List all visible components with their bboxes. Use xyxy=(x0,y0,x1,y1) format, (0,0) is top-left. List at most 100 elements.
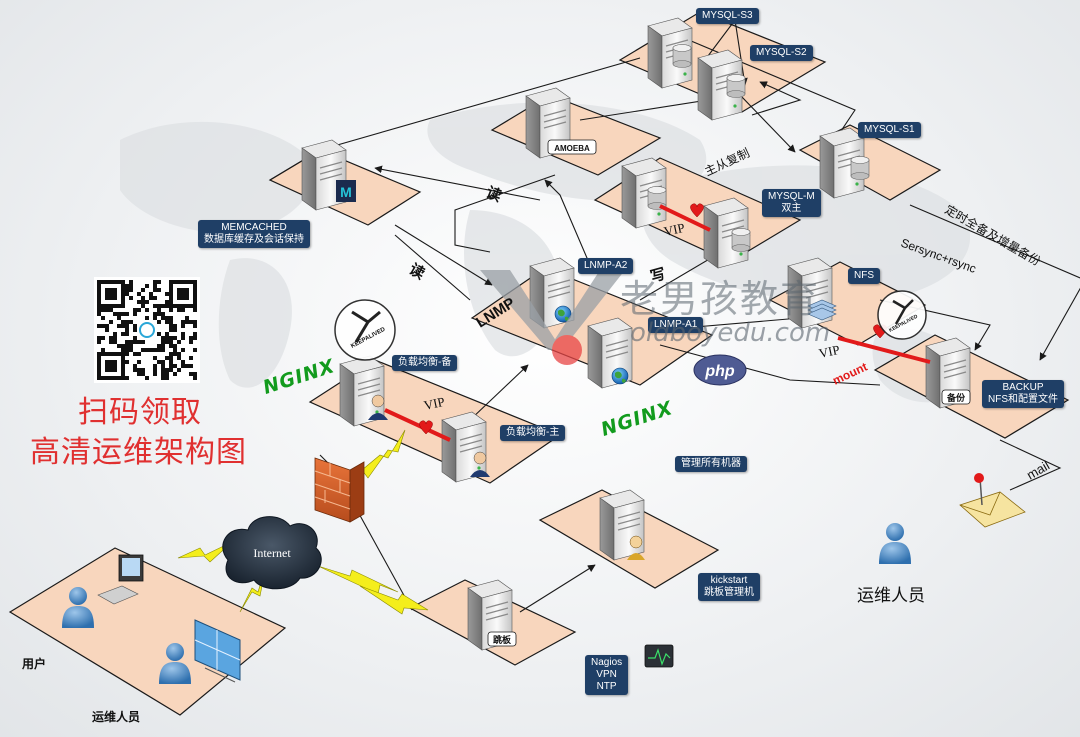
label-read-left: 读 xyxy=(406,260,428,283)
keepalived-logo-nfs-icon xyxy=(877,290,927,340)
qr-module xyxy=(173,324,177,328)
server-mysql-s3[interactable] xyxy=(647,17,693,89)
qr-module xyxy=(125,328,129,332)
qr-module xyxy=(161,360,165,364)
label-php: php xyxy=(704,363,735,380)
qr-module xyxy=(101,324,105,328)
watermark-url: oldboyedu.com xyxy=(630,318,831,348)
qr-module xyxy=(145,284,149,288)
qr-module xyxy=(105,328,109,332)
qr-module xyxy=(101,304,105,308)
qr-module xyxy=(125,324,129,328)
qr-module xyxy=(117,316,121,320)
qr-module xyxy=(165,356,169,360)
qr-module xyxy=(105,324,109,328)
qr-module xyxy=(137,340,141,344)
tag-backup-line2: NFS和配置文件 xyxy=(988,394,1058,405)
tag-nagios-line1: Nagios xyxy=(591,657,623,668)
qr-module xyxy=(169,344,173,348)
tag-backup: BACKUP NFS和配置文件 xyxy=(982,380,1064,408)
qr-module xyxy=(189,364,193,368)
qr-module xyxy=(193,320,197,324)
qr-module xyxy=(113,296,117,300)
qr-module xyxy=(161,372,165,376)
server-management[interactable] xyxy=(599,489,645,561)
qr-module xyxy=(105,308,109,312)
qr-code[interactable] xyxy=(94,277,200,383)
server-lnmp-a1[interactable] xyxy=(587,317,633,389)
qr-module xyxy=(149,348,153,352)
qr-module xyxy=(125,344,129,348)
qr-module xyxy=(193,348,197,352)
qr-module xyxy=(97,308,101,312)
qr-module xyxy=(161,376,165,380)
server-memcached[interactable]: M xyxy=(301,139,356,211)
backup-badge-label: 备份 xyxy=(946,392,966,403)
qr-module xyxy=(161,344,165,348)
qr-module xyxy=(101,376,105,380)
qr-module xyxy=(113,332,117,336)
qr-module xyxy=(97,368,101,372)
qr-module xyxy=(121,280,125,284)
qr-module xyxy=(177,288,181,292)
qr-module xyxy=(189,320,193,324)
qr-module xyxy=(193,308,197,312)
qr-module xyxy=(121,360,125,364)
qr-module xyxy=(125,288,129,292)
server-mysql-s2[interactable] xyxy=(697,49,746,121)
qr-module xyxy=(121,344,125,348)
tag-nfs: NFS xyxy=(848,268,880,284)
qr-module xyxy=(109,352,113,356)
qr-module xyxy=(133,328,137,332)
qr-module xyxy=(169,304,173,308)
qr-module xyxy=(133,340,137,344)
qr-module xyxy=(137,352,141,356)
qr-module xyxy=(117,304,121,308)
server-mysql-m2[interactable] xyxy=(703,197,751,269)
qr-module xyxy=(161,304,165,308)
qr-module xyxy=(125,312,129,316)
qr-module xyxy=(133,352,137,356)
qr-module xyxy=(117,312,121,316)
server-nfs[interactable] xyxy=(787,257,837,329)
qr-module xyxy=(133,324,137,328)
qr-module xyxy=(165,376,169,380)
qr-module xyxy=(169,308,173,312)
qr-module xyxy=(185,320,189,324)
qr-module xyxy=(109,376,113,380)
tag-mysql-m-line2: 双主 xyxy=(781,203,802,214)
qr-module xyxy=(137,360,141,364)
qr-module xyxy=(169,356,173,360)
qr-module xyxy=(121,364,125,368)
tag-kickstart: kickstart 跳板管理机 xyxy=(698,573,760,601)
qr-module xyxy=(181,364,185,368)
firewall-icon xyxy=(314,457,365,523)
qr-module xyxy=(97,364,101,368)
qr-module xyxy=(101,280,105,284)
qr-module xyxy=(169,340,173,344)
heartbeat-nfs xyxy=(837,324,931,364)
qr-module xyxy=(121,332,125,336)
qr-module xyxy=(161,312,165,316)
qr-module xyxy=(157,332,161,336)
tag-nagios: Nagios VPN NTP xyxy=(585,655,629,695)
qr-module xyxy=(153,304,157,308)
watermark-brand: 老男孩教育 xyxy=(620,277,821,321)
qr-module xyxy=(181,288,185,292)
qr-module xyxy=(125,352,129,356)
qr-module xyxy=(109,368,113,372)
qr-module xyxy=(97,324,101,328)
qr-module xyxy=(105,288,109,292)
qr-module xyxy=(105,296,109,300)
label-mail: mail xyxy=(1024,458,1052,483)
tag-lnmp-a1: LNMP-A1 xyxy=(648,317,704,333)
qr-module xyxy=(169,320,173,324)
qr-module xyxy=(145,376,149,380)
qr-module xyxy=(177,296,181,300)
qr-module xyxy=(189,336,193,340)
qr-module xyxy=(157,344,161,348)
server-mysql-m1[interactable] xyxy=(621,157,667,229)
internet-cloud-icon xyxy=(222,516,322,590)
server-mysql-s1[interactable] xyxy=(819,127,870,199)
